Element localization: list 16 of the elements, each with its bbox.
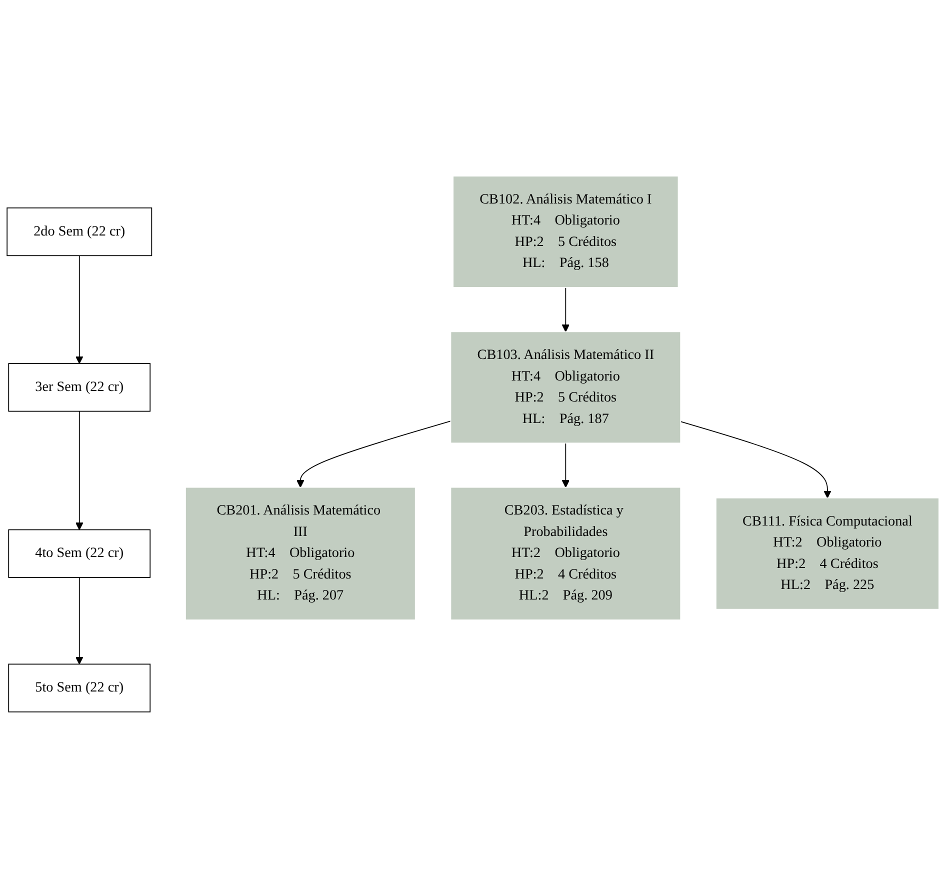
arrow	[562, 287, 570, 332]
arrow	[562, 442, 570, 488]
node-box: 4to Sem (22 cr)	[8, 529, 151, 578]
arrow	[296, 420, 452, 488]
node-box: 3er Sem (22 cr)	[8, 363, 151, 412]
node-box: 2do Sem (22 cr)	[6, 207, 152, 256]
arrow	[75, 410, 84, 530]
node-box: 5to Sem (22 cr)	[8, 664, 151, 712]
arrow	[75, 577, 84, 665]
arrow	[680, 421, 832, 498]
node-box: CB111. Física Computacional HT:2 Obligatorio HP:2 4 Créditos HL:2 Pág. 225	[716, 498, 940, 610]
node-box: CB103. Análisis Matemático II HT:4 Obligatorio HP:2 5 Créditos HL: Pág. 187	[450, 331, 682, 444]
node-box: CB203. Estadística y Probabilidades HT:2 Obligatorio HP:2 4 Créditos HL:2 Pág. 209	[450, 486, 682, 620]
node-box: CB102. Análisis Matemático I HT:4 Obligatorio HP:2 5 Créditos HL: Pág. 158	[452, 176, 679, 288]
node-box: CB201. Análisis Matemático III HT:4 Obligatorio HP:2 5 Créditos HL: Pág. 207	[185, 486, 416, 620]
arrow	[75, 255, 84, 364]
